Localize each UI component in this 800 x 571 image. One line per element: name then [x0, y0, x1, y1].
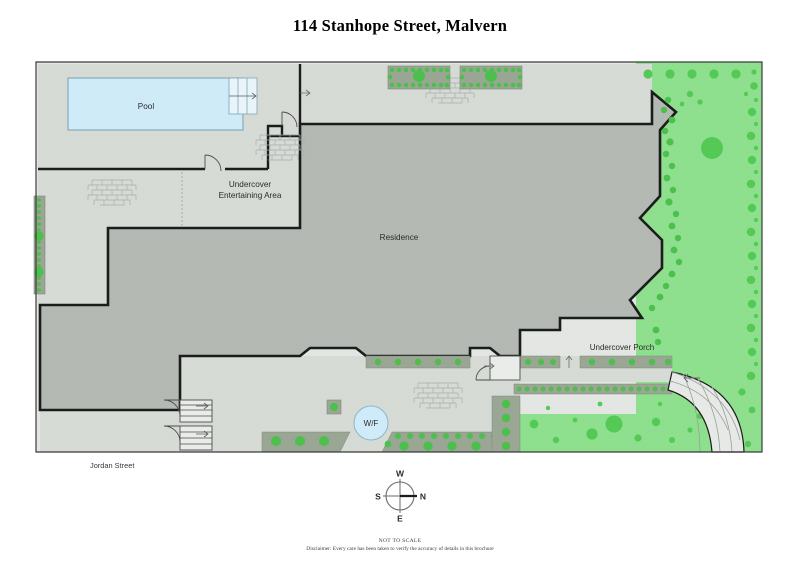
garden-bed-south [365, 355, 471, 369]
page-title: 114 Stanhope Street, Malvern [292, 16, 508, 35]
compass-label-south: S [375, 491, 381, 501]
garden-bed-top-left [387, 65, 451, 90]
street-label-jordan-street: Jordan Street [90, 461, 134, 470]
paved-areas [38, 64, 652, 452]
pool-steps [228, 77, 258, 115]
garden-bed-courtyard-east [491, 395, 521, 453]
planter-box-small [326, 399, 342, 415]
access-arrows [300, 89, 311, 97]
swimming-pool: Pool [67, 77, 258, 131]
garden-bed-left-strip [33, 195, 46, 295]
compass-label-east: E [397, 513, 403, 523]
access-arrow-southeast [484, 362, 495, 370]
residence-label: Residence [380, 233, 419, 242]
compass-label-north: N [420, 491, 426, 501]
footer-notes: NOT TO SCALE Disclaimer: Every care has … [0, 538, 800, 552]
compass-label-west: W [396, 468, 405, 478]
door-swing-southeast [475, 355, 521, 381]
garden-bed-courtyard-left [261, 431, 351, 453]
disclaimer-note: Disclaimer: Every care has been taken to… [306, 546, 494, 552]
water-feature: W/F [353, 405, 389, 441]
pool-label: Pool [138, 102, 155, 111]
stairs-and-doors [163, 399, 213, 451]
hedge-row-south [513, 383, 673, 395]
garden-bed-courtyard-right [381, 431, 513, 453]
lawn-plantings-south [529, 401, 693, 444]
undercover-porch-label: Undercover Porch [590, 343, 654, 352]
internal-dividers [38, 64, 302, 171]
undercover-entertaining-label-line2: Entertaining Area [219, 191, 282, 200]
door-swing-entertaining [204, 154, 222, 172]
lawn-plantings-east [643, 69, 759, 448]
water-feature-label: W/F [364, 419, 379, 428]
shrub-hedge-east [648, 96, 683, 346]
door-swing-upper-right [281, 111, 298, 128]
garden-bed-top-right [459, 65, 523, 90]
compass-rose: W N E S [375, 468, 426, 523]
undercover-porch: Undercover Porch [519, 343, 673, 382]
site-boundary [35, 61, 763, 453]
not-to-scale-note: NOT TO SCALE [378, 538, 422, 544]
undercover-entertaining-label-line1: Undercover [229, 180, 272, 189]
